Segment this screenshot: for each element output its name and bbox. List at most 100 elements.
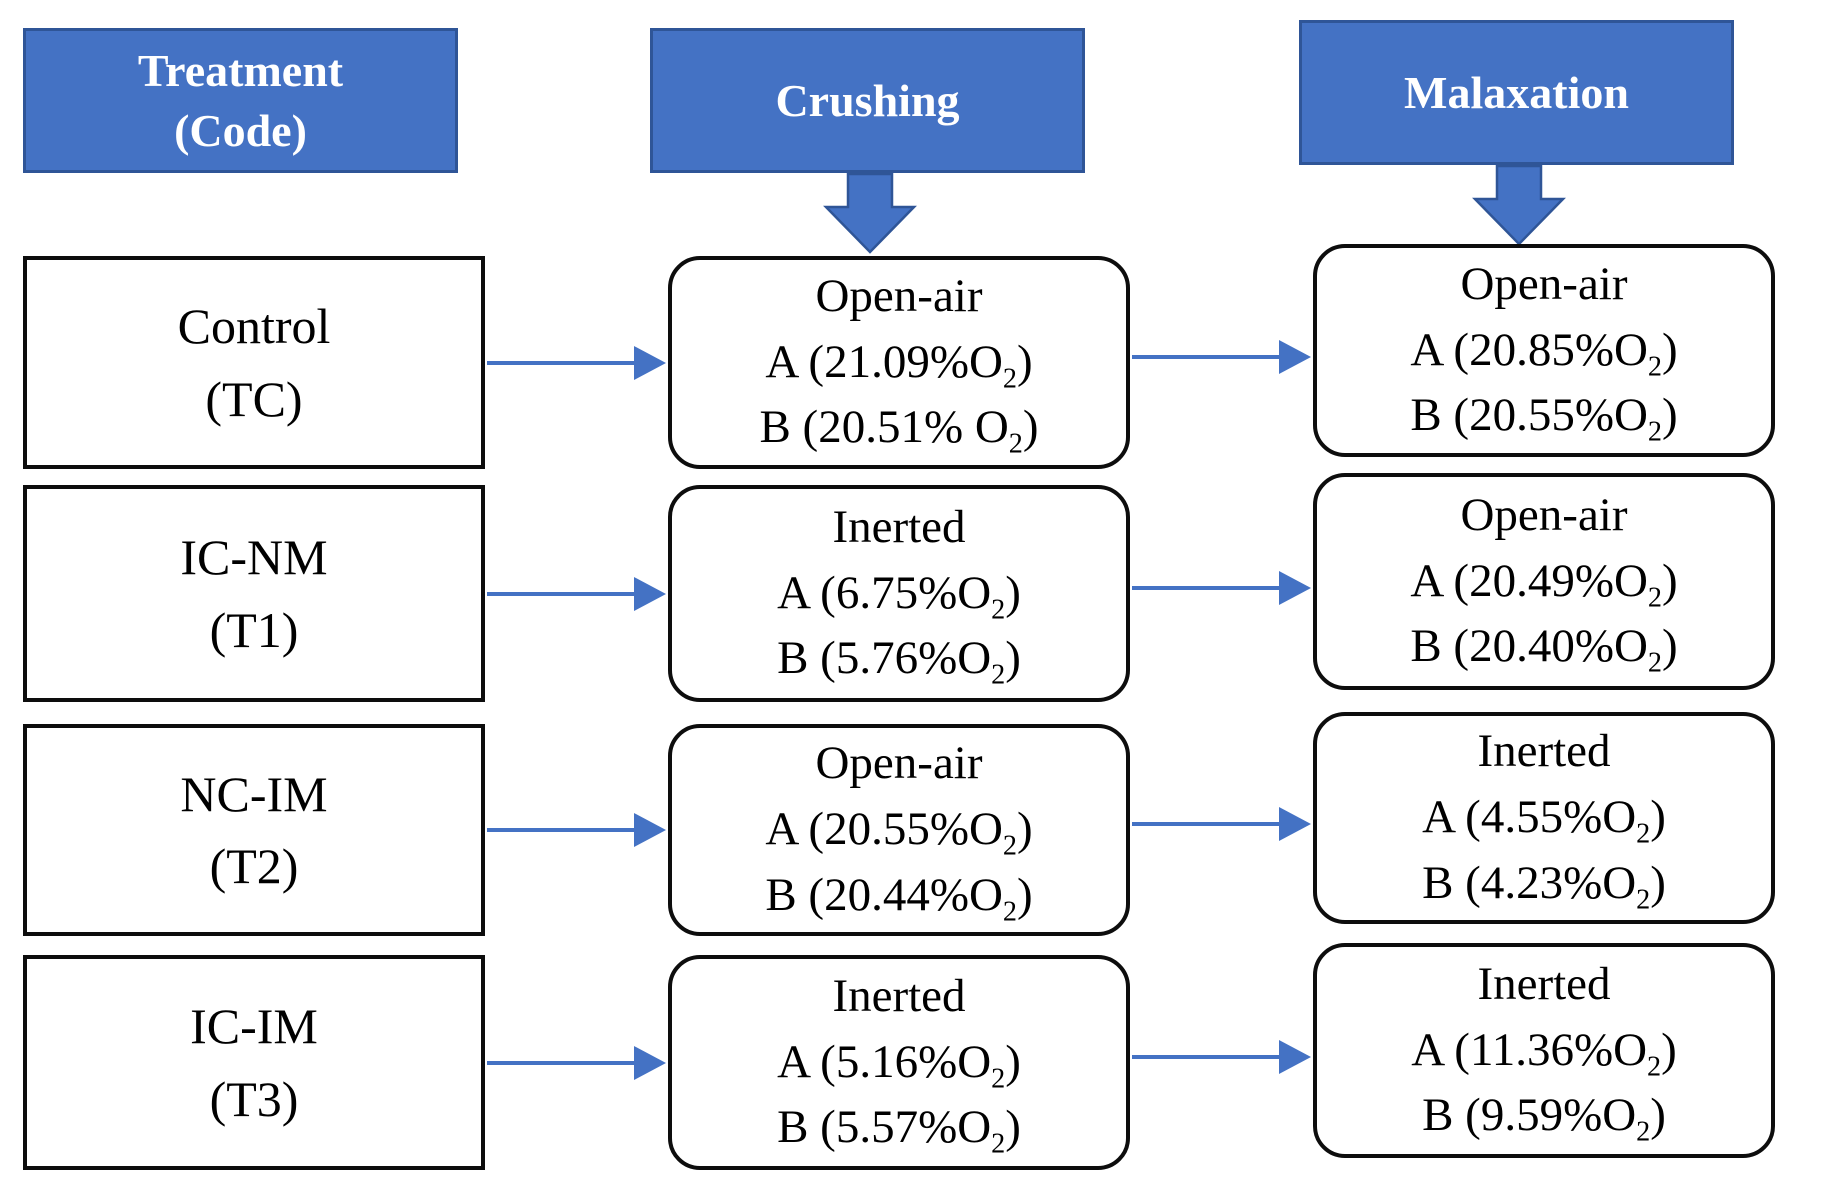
- down-arrow-icon: [823, 173, 917, 254]
- o2-subscript: 2: [1647, 350, 1663, 382]
- o2-subscript: 2: [991, 659, 1006, 691]
- crushing-box-row4: Inerted A (5.16%O2) B (5.57%O2): [668, 955, 1130, 1170]
- right-arrow-icon: [1132, 339, 1311, 374]
- treatment-name: Control: [177, 298, 331, 354]
- oxygen-a-close: ): [1662, 323, 1678, 376]
- oxygen-b-text: B (20.55%O: [1410, 389, 1648, 442]
- o2-subscript: 2: [1647, 647, 1663, 679]
- header-crushing: Crushing: [650, 28, 1085, 173]
- oxygen-b-close: ): [1662, 620, 1678, 673]
- oxygen-a-text: A (21.09%O: [765, 335, 1003, 388]
- header-treatment-line1: Treatment: [137, 44, 344, 96]
- oxygen-a-text: A (4.55%O: [1422, 791, 1637, 844]
- malaxation-box-row4: Inerted A (11.36%O2) B (9.59%O2): [1313, 943, 1775, 1158]
- oxygen-b-line: B (20.55%O2): [1410, 383, 1677, 449]
- o2-subscript: 2: [1636, 1116, 1651, 1148]
- oxygen-a-close: ): [1650, 791, 1666, 844]
- atmosphere-condition: Open-air: [1460, 488, 1628, 541]
- treatment-box-icim: IC-IM (T3): [23, 955, 485, 1170]
- o2-subscript: 2: [1636, 818, 1651, 850]
- oxygen-a-line: A (4.55%O2): [1422, 785, 1666, 851]
- atmosphere-condition: Open-air: [1460, 257, 1628, 310]
- arrow-cell: [485, 724, 668, 936]
- oxygen-b-line: B (9.59%O2): [1422, 1083, 1666, 1149]
- oxygen-a-text: A (20.55%O: [765, 803, 1003, 856]
- right-arrow-icon: [1132, 570, 1311, 605]
- oxygen-b-line: B (20.40%O2): [1410, 614, 1677, 680]
- oxygen-b-close: ): [1650, 1089, 1666, 1142]
- oxygen-a-line: A (6.75%O2): [777, 561, 1021, 627]
- treatment-code: (T2): [209, 838, 299, 894]
- oxygen-a-close: ): [1662, 554, 1678, 607]
- treatment-box-control: Control (TC): [23, 256, 485, 469]
- header-crushing-label: Crushing: [775, 74, 960, 126]
- oxygen-a-close: ): [1005, 566, 1021, 619]
- oxygen-b-line: B (5.57%O2): [777, 1095, 1021, 1161]
- header-malaxation: Malaxation: [1299, 20, 1734, 165]
- o2-subscript: 2: [991, 1128, 1006, 1160]
- treatment-code: (T1): [209, 601, 299, 658]
- right-arrow-icon: [1132, 807, 1311, 841]
- down-arrow-icon: [1472, 165, 1566, 246]
- oxygen-b-text: B (20.51% O: [759, 401, 1009, 454]
- oxygen-b-close: ): [1662, 389, 1678, 442]
- oxygen-a-text: A (5.16%O: [777, 1035, 992, 1088]
- treatment-name: IC-IM: [190, 998, 318, 1054]
- oxygen-a-close: ): [1005, 1035, 1021, 1088]
- oxygen-a-text: A (6.75%O: [777, 566, 992, 619]
- oxygen-b-line: B (4.23%O2): [1422, 851, 1666, 917]
- oxygen-a-line: A (20.49%O2): [1410, 549, 1677, 615]
- treatment-box-icnm: IC-NM (T1): [23, 485, 485, 702]
- oxygen-a-close: ): [1017, 335, 1033, 388]
- atmosphere-condition: Open-air: [815, 737, 983, 790]
- oxygen-b-close: ): [1005, 1101, 1021, 1154]
- malaxation-down-arrow-cell: [1313, 165, 1775, 256]
- oxygen-b-line: B (20.51% O2): [759, 395, 1038, 461]
- oxygen-b-text: B (4.23%O: [1422, 856, 1637, 909]
- oxygen-b-close: ): [1017, 868, 1033, 921]
- oxygen-b-line: B (20.44%O2): [765, 863, 1032, 929]
- o2-subscript: 2: [1647, 416, 1663, 448]
- oxygen-b-text: B (9.59%O: [1422, 1089, 1637, 1142]
- o2-subscript: 2: [1002, 896, 1018, 928]
- oxygen-a-line: A (20.85%O2): [1410, 318, 1677, 384]
- oxygen-a-close: ): [1661, 1023, 1677, 1076]
- oxygen-a-line: A (20.55%O2): [765, 797, 1032, 863]
- o2-subscript: 2: [1008, 428, 1023, 460]
- atmosphere-condition: Inerted: [1477, 725, 1611, 778]
- header-treatment: Treatment (Code): [23, 28, 458, 173]
- right-arrow-icon: [487, 345, 666, 380]
- treatment-code: (T3): [209, 1070, 299, 1127]
- arrow-cell: [1130, 256, 1313, 469]
- oxygen-a-line: A (21.09%O2): [765, 330, 1032, 396]
- malaxation-box-row3: Inerted A (4.55%O2) B (4.23%O2): [1313, 712, 1775, 924]
- o2-subscript: 2: [1002, 830, 1018, 862]
- crushing-box-row1: Open-air A (21.09%O2) B (20.51% O2): [668, 256, 1130, 469]
- crushing-box-row2: Inerted A (6.75%O2) B (5.76%O2): [668, 485, 1130, 702]
- o2-subscript: 2: [1647, 1050, 1662, 1082]
- oxygen-b-text: B (5.76%O: [777, 632, 992, 685]
- right-arrow-icon: [487, 813, 666, 847]
- oxygen-a-text: A (20.85%O: [1410, 323, 1648, 376]
- atmosphere-condition: Inerted: [1477, 957, 1611, 1010]
- right-arrow-icon: [487, 1045, 666, 1080]
- arrow-cell: [1130, 955, 1313, 1170]
- o2-subscript: 2: [1647, 581, 1663, 613]
- oxygen-b-close: ): [1005, 632, 1021, 685]
- oxygen-a-text: A (11.36%O: [1411, 1023, 1648, 1076]
- o2-subscript: 2: [1002, 362, 1018, 394]
- arrow-cell: [485, 955, 668, 1170]
- treatment-name: NC-IM: [180, 765, 328, 822]
- oxygen-b-close: ): [1022, 401, 1039, 454]
- arrow-cell: [485, 256, 668, 469]
- oxygen-b-close: ): [1650, 856, 1666, 909]
- oxygen-a-line: A (5.16%O2): [777, 1030, 1021, 1096]
- treatment-box-ncim: NC-IM (T2): [23, 724, 485, 936]
- oxygen-a-text: A (20.49%O: [1410, 554, 1648, 607]
- treatment-name: IC-NM: [180, 529, 328, 585]
- o2-subscript: 2: [991, 1062, 1006, 1094]
- atmosphere-condition: Open-air: [815, 269, 983, 322]
- right-arrow-icon: [487, 576, 666, 611]
